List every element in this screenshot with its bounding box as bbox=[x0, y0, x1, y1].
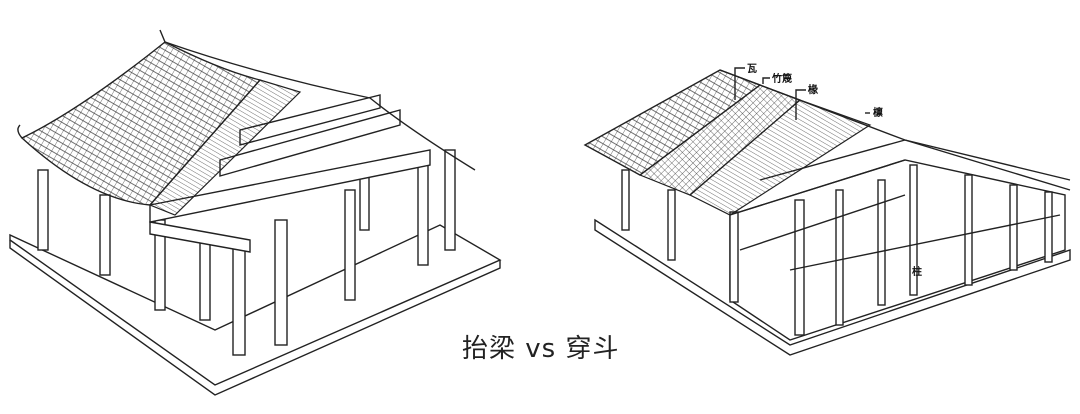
left-roof-rafters bbox=[148, 79, 302, 216]
label-lin: 檩 bbox=[873, 106, 883, 119]
tailiang-drawing bbox=[9, 29, 502, 396]
left-roof-tiles bbox=[20, 41, 262, 206]
left-beams bbox=[149, 94, 431, 253]
label-zhu: 柱 bbox=[912, 265, 922, 278]
left-roof-ridge bbox=[164, 41, 476, 171]
left-platform bbox=[9, 224, 502, 386]
label-wa: 瓦 bbox=[747, 63, 757, 75]
caption: 抬梁 vs 穿斗 bbox=[462, 334, 620, 364]
right-labels: 瓦 竹篾 椽 檩 柱 bbox=[734, 63, 922, 278]
label-chuan: 椽 bbox=[807, 83, 819, 96]
right-platform bbox=[594, 218, 1071, 356]
chuandou-drawing: 瓦 竹篾 椽 檩 柱 bbox=[583, 63, 1071, 356]
label-zhumie: 竹篾 bbox=[771, 72, 792, 85]
left-columns bbox=[37, 149, 456, 356]
right-rafters bbox=[688, 99, 872, 216]
